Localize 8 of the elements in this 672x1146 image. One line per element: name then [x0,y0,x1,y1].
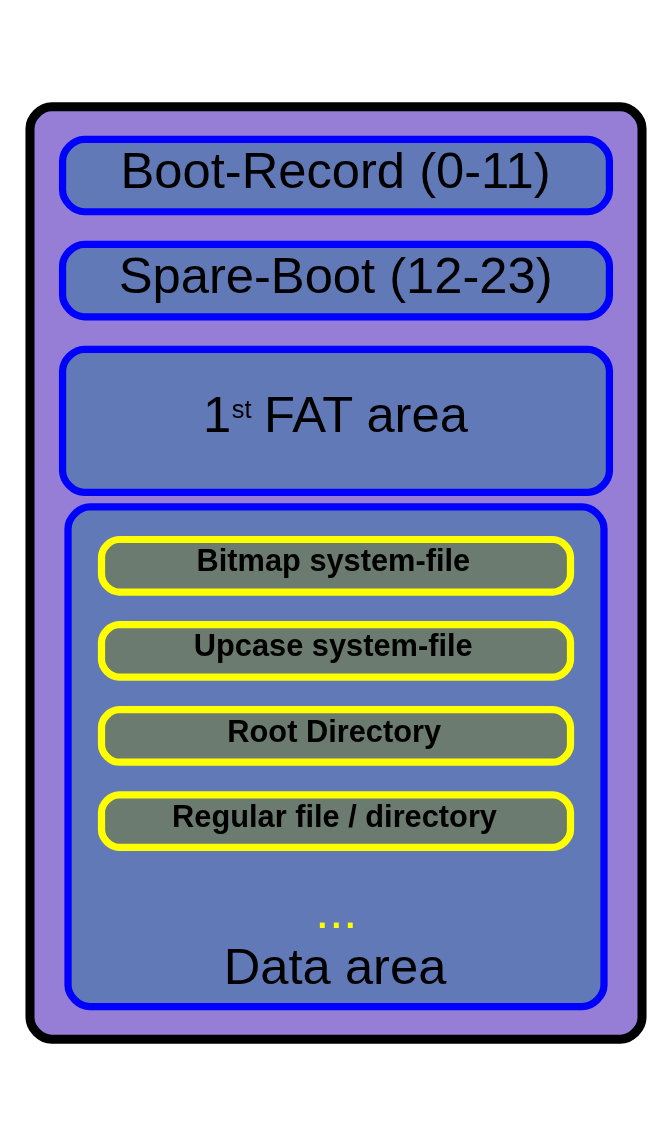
node-box: Root Directory [97,706,575,766]
node-box: Bitmap system-file [97,535,575,596]
cluster [25,102,647,1044]
node-box: Upcase system-file [97,621,575,681]
node-box: 1$^{st}$ FAT area [58,345,614,497]
node-box: Spare-Boot (12-23) [58,240,614,321]
node-box: Boot-Record (0-11) [58,135,614,216]
node-box: Regular file / directory [97,791,575,851]
